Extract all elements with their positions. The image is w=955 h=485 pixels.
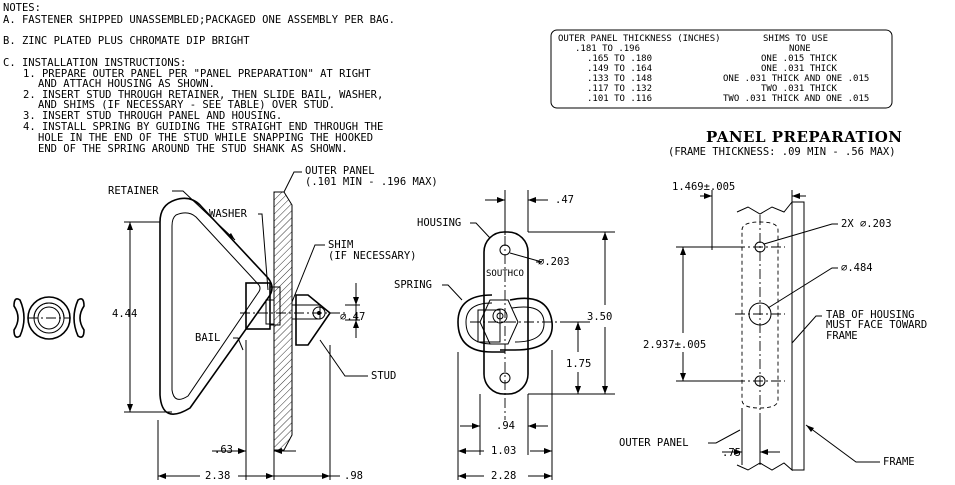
shim-row-3-shims: ONE .031 THICK (761, 64, 837, 74)
shim-row-6-shims: TWO .031 THICK AND ONE .015 (723, 94, 869, 104)
label-outer-panel-prep: OUTER PANEL (619, 437, 689, 449)
dim-hole-diameter: ⌀.203 (538, 256, 570, 268)
note-c4a: 4. INSTALL SPRING BY GUIDING THE STRAIGH… (23, 121, 383, 133)
dim-484: ⌀.484 (841, 262, 873, 274)
dim-238: 2.38 (205, 470, 230, 482)
panel-prep-title: PANEL PREPARATION (706, 128, 902, 146)
shim-row-3-range: .149 TO .164 (587, 64, 652, 74)
label-outer-panel-range: (.101 MIN - .196 MAX) (305, 176, 438, 188)
shim-row-6-range: .101 TO .116 (587, 94, 652, 104)
shim-table-col1: OUTER PANEL THICKNESS (INCHES) (558, 34, 721, 44)
note-c2b: AND SHIMS (IF NECESSARY - SEE TABLE) OVE… (38, 99, 335, 111)
panel-prep-subtitle: (FRAME THICKNESS: .09 MIN - .56 MAX) (668, 146, 896, 158)
note-c1b: AND ATTACH HOUSING AS SHOWN. (38, 78, 215, 90)
label-shim: SHIM (328, 239, 353, 251)
note-c3: 3. INSERT STUD THROUGH PANEL AND HOUSING… (23, 110, 282, 122)
dim-75: .75 (722, 447, 741, 459)
dim-63: .63 (214, 444, 233, 456)
label-bail: BAIL (195, 332, 220, 344)
dim-47: .47 (555, 194, 574, 206)
label-spring: SPRING (394, 279, 432, 291)
note-b: B. ZINC PLATED PLUS CHROMATE DIP BRIGHT (3, 35, 250, 47)
note-c: C. INSTALLATION INSTRUCTIONS: (3, 57, 186, 69)
shim-row-1-range: .181 TO .196 (575, 44, 640, 54)
shim-table: OUTER PANEL THICKNESS (INCHES) SHIMS TO … (550, 29, 893, 109)
shim-row-5-shims: TWO .031 THICK (761, 84, 837, 94)
tab-note-3: FRAME (826, 330, 858, 342)
shim-row-2-shims: ONE .015 THICK (761, 54, 837, 64)
dim-175: 1.75 (566, 358, 591, 370)
side-view: RETAINER WASHER OUTER PANEL (.101 MIN - … (108, 165, 438, 482)
dim-228: 2.28 (491, 470, 516, 482)
shim-row-4-shims: ONE .031 THICK AND ONE .015 (723, 74, 869, 84)
label-shim-note: (IF NECESSARY) (328, 250, 417, 262)
label-housing: HOUSING (417, 217, 461, 229)
tab-note-1: TAB OF HOUSING (826, 309, 915, 321)
note-c2a: 2. INSERT STUD THROUGH RETAINER, THEN SL… (23, 89, 383, 101)
notes-block: NOTES: A. FASTENER SHIPPED UNASSEMBLED;P… (3, 2, 395, 155)
dim-1469: 1.469±.005 (672, 181, 735, 193)
label-retainer: RETAINER (108, 185, 159, 197)
label-frame: FRAME (883, 456, 915, 468)
dim-94: .94 (496, 420, 515, 432)
dim-2937: 2.937±.005 (643, 339, 706, 351)
note-c4b: HOLE IN THE END OF THE STUD WHILE SNAPPI… (38, 132, 373, 144)
dim-103: 1.03 (491, 445, 516, 457)
shim-table-col2: SHIMS TO USE (763, 34, 828, 44)
panel-preparation: PANEL PREPARATION (FRAME THICKNESS: .09 … (619, 128, 927, 472)
dim-444: 4.44 (112, 308, 137, 320)
label-outer-panel: OUTER PANEL (305, 165, 375, 177)
dim-98: .98 (344, 470, 363, 482)
dim-2x-203: 2X ⌀.203 (841, 218, 892, 230)
shim-row-5-range: .117 TO .132 (587, 84, 652, 94)
notes-header: NOTES: (3, 2, 41, 14)
end-view-icon (13, 296, 85, 340)
dim-350: 3.50 (587, 311, 612, 323)
shim-row-1-shims: NONE (789, 44, 811, 54)
shim-row-4-range: .133 TO .148 (587, 74, 652, 84)
shim-row-2-range: .165 TO .180 (587, 54, 652, 64)
note-a: A. FASTENER SHIPPED UNASSEMBLED;PACKAGED… (3, 14, 395, 26)
front-view: SOUTHCO HOUSING SPRING ⌀.203 .47 (394, 190, 615, 482)
label-washer: WASHER (209, 208, 248, 220)
note-c4c: END OF THE SPRING AROUND THE STUD SHANK … (38, 143, 348, 155)
tab-note-2: MUST FACE TOWARD (826, 319, 927, 331)
dim-47-diameter: ⌀.47 (340, 311, 365, 323)
label-stud: STUD (371, 370, 396, 382)
note-c1a: 1. PREPARE OUTER PANEL PER "PANEL PREPAR… (23, 68, 371, 80)
